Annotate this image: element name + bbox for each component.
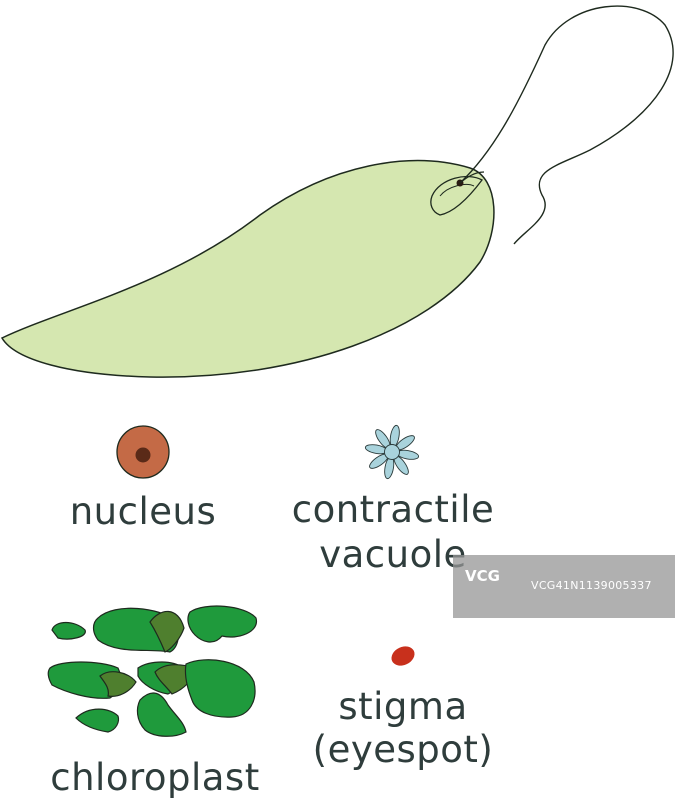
contractile-vacuole-illustration: [364, 424, 420, 480]
watermark-logo: VCG: [465, 567, 500, 585]
stigma-illustration: [391, 646, 415, 666]
label-vacuole: vacuole: [319, 533, 467, 576]
label-nucleus: nucleus: [69, 490, 217, 533]
vacuole-center: [384, 444, 400, 460]
label-chloroplast: chloroplast: [50, 756, 260, 799]
label-stigma: stigma: [338, 685, 468, 728]
label-contractile: contractile: [291, 488, 495, 531]
reservoir: [430, 175, 483, 216]
label-eyespot: (eyespot): [312, 728, 494, 771]
long-flagellum: [459, 5, 674, 245]
reservoir-inner: [439, 183, 475, 197]
short-flagellum: [459, 171, 485, 184]
watermark-id: VCG41N1139005337: [531, 579, 652, 592]
chloroplast-illustration: [47, 605, 257, 737]
euglena-cell-body: [0, 159, 495, 378]
watermark-banner: VCG VCG41N1139005337: [453, 555, 675, 618]
nucleus-illustration: [116, 425, 170, 479]
